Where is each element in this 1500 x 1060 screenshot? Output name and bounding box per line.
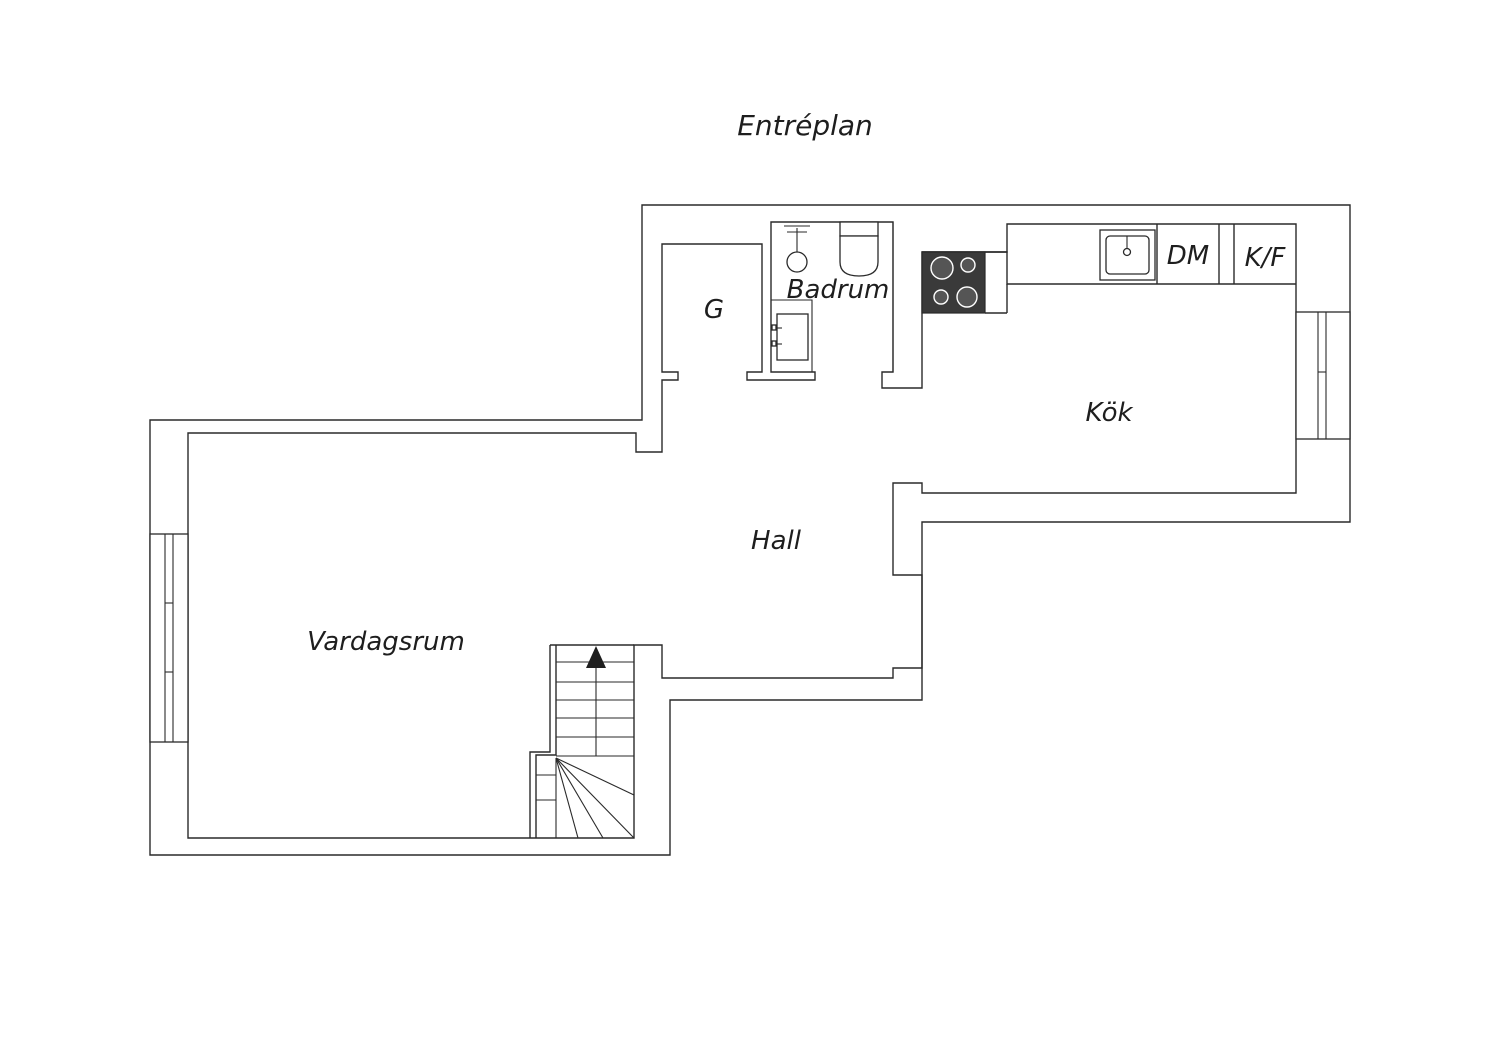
exterior-walls (149, 204, 1351, 856)
dishwasher-label: DM (1167, 241, 1209, 271)
fridge-freezer-label: K/F (1245, 243, 1287, 273)
room-label-vardagsrum: Vardagsrum (307, 627, 465, 657)
staircase (529, 644, 635, 839)
stair-direction-arrow-icon (586, 646, 606, 668)
living-room-window (149, 533, 189, 743)
bathroom-walls (771, 222, 894, 372)
washbasin-fixture (771, 313, 809, 361)
toilet-fixture (839, 221, 879, 277)
stove-icon (921, 251, 986, 314)
sink-icon (1099, 229, 1156, 281)
plan-title: Entréplan (737, 109, 873, 142)
kitchen-window (1295, 311, 1351, 440)
room-label-badrum: Badrum (787, 275, 890, 305)
room-label-hall: Hall (751, 526, 802, 556)
shower-fixture (784, 225, 810, 273)
room-label-garderob: G (704, 295, 724, 325)
room-label-kok: Kök (1085, 398, 1133, 428)
